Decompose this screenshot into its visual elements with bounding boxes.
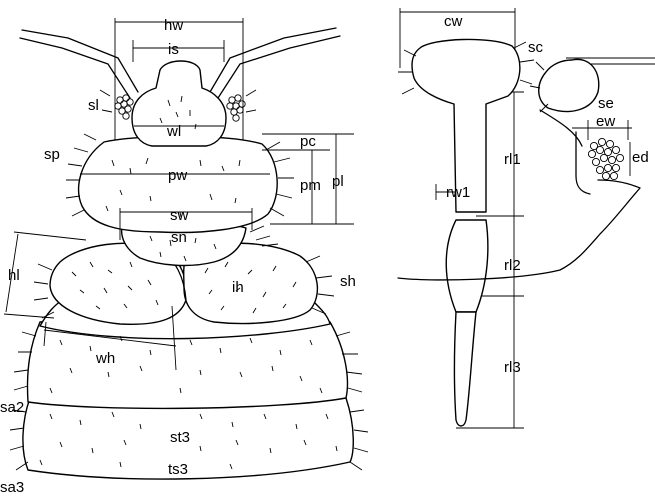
right-figure — [397, 8, 655, 429]
label-rl1: rl1 — [504, 151, 521, 168]
antenna-segment-2 — [445, 219, 489, 313]
label-ih: ih — [232, 279, 244, 296]
antenna-segment-1 — [411, 38, 521, 213]
left-figure — [3, 18, 369, 480]
label-st3: st3 — [170, 429, 190, 446]
label-cw: cw — [444, 13, 463, 30]
side-compound-eye — [587, 137, 625, 181]
label-wl: wl — [166, 123, 181, 140]
antenna-segment-3 — [453, 311, 477, 427]
labels: hw is sl wl sp pc pw pm pl sw sn hl ih s… — [0, 13, 649, 496]
right-antenna — [209, 27, 341, 99]
label-sl: sl — [88, 97, 99, 114]
label-sa2: sa2 — [0, 399, 24, 416]
label-pl: pl — [332, 173, 344, 190]
label-sw: sw — [170, 207, 189, 224]
label-pw: pw — [168, 167, 187, 184]
label-rl2: rl2 — [504, 257, 521, 274]
antenna-bristles — [398, 41, 549, 113]
label-is: is — [168, 41, 179, 58]
label-sh: sh — [340, 273, 356, 290]
label-ed: ed — [632, 149, 649, 166]
head — [131, 60, 227, 147]
label-sp: sp — [44, 146, 60, 163]
label-pc: pc — [300, 133, 316, 150]
label-rl3: rl3 — [504, 359, 521, 376]
left-compound-eye — [114, 94, 134, 120]
label-hl: hl — [8, 267, 20, 284]
pronotum — [78, 135, 278, 234]
head-outline — [397, 109, 641, 281]
body-bristles — [9, 89, 369, 471]
label-wh: wh — [95, 350, 115, 367]
head-profile — [538, 58, 600, 113]
label-hw: hw — [164, 17, 183, 34]
label-ew: ew — [596, 113, 615, 130]
label-sn: sn — [171, 229, 187, 246]
label-sa3: sa3 — [0, 479, 24, 496]
label-pm: pm — [300, 177, 321, 194]
label-se: se — [598, 95, 614, 112]
right-compound-eye — [226, 94, 246, 122]
label-rw1: rw1 — [446, 184, 470, 201]
left-antenna — [19, 29, 139, 99]
label-sc: sc — [528, 39, 544, 56]
label-ts3: ts3 — [168, 461, 188, 478]
surface-setae — [39, 95, 338, 470]
gena-line — [575, 131, 591, 195]
left-measurement-lines — [3, 18, 354, 371]
